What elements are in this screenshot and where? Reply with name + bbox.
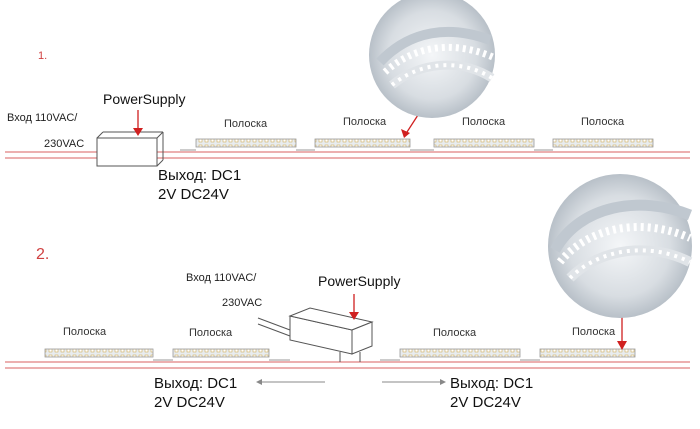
section-1-strip-label-1: Полоска xyxy=(224,118,268,130)
section-1-strip-label-4: Полоска xyxy=(581,116,625,128)
section-1-arrow-power xyxy=(133,110,143,136)
section-2-arrow-power xyxy=(349,294,359,320)
section-2-output-left-line-1: Выход: DC1 xyxy=(154,375,238,392)
section-2-output-arrow-right xyxy=(382,379,446,385)
section-2-strip-label-1: Полоска xyxy=(63,326,107,338)
section-1-number: 1. xyxy=(38,50,48,62)
section-2-arrow-strip xyxy=(617,316,627,350)
section-2-led-strip xyxy=(44,348,636,358)
section-2-wires xyxy=(5,361,690,369)
section-1-input-label-1: Вход 110VAC/ xyxy=(7,112,78,124)
section-1-strip-label-3: Полоска xyxy=(462,116,506,128)
section-1-output-label: Выход: DC1 2V DC24V xyxy=(158,166,241,204)
section-2-input-wires xyxy=(257,317,291,337)
section-2-output-arrow-left xyxy=(256,379,325,385)
section-1-led-photo xyxy=(369,0,497,118)
section-2-output-right-label: Выход: DC1 2V DC24V xyxy=(450,374,533,412)
section-2-output-left-label: Выход: DC1 2V DC24V xyxy=(154,374,237,412)
section-2-input-label-2: 230VAC xyxy=(222,297,263,309)
section-1-strip-label-2: Полоска xyxy=(343,116,387,128)
section-1-input-label-2: 230VAC xyxy=(44,138,85,150)
section-1-power-supply-box xyxy=(96,131,164,167)
section-1-led-strip xyxy=(195,138,654,148)
section-1-arrow-strip xyxy=(401,114,419,138)
section-2-power-supply-box xyxy=(288,307,374,355)
section-2-strip-label-4: Полоска xyxy=(572,326,616,338)
section-1-output-line-2: 2V DC24V xyxy=(158,186,229,203)
section-2-number: 2. xyxy=(36,246,50,263)
section-2-strip-label-3: Полоска xyxy=(433,327,477,339)
section-2-input-label-1: Вход 110VAC/ xyxy=(186,272,257,284)
section-2-output-right-line-1: Выход: DC1 xyxy=(450,375,534,392)
section-2-led-photo xyxy=(548,174,693,318)
section-1-output-line-1: Выход: DC1 xyxy=(158,167,242,184)
section-1-power-supply-label: PowerSupply xyxy=(103,91,186,107)
section-2-output-right-line-2: 2V DC24V xyxy=(450,394,521,411)
section-2-strip-label-2: Полоска xyxy=(189,327,233,339)
section-2-power-supply-label: PowerSupply xyxy=(318,273,401,289)
section-2-output-wires xyxy=(339,352,361,362)
section-2-output-left-line-2: 2V DC24V xyxy=(154,394,225,411)
